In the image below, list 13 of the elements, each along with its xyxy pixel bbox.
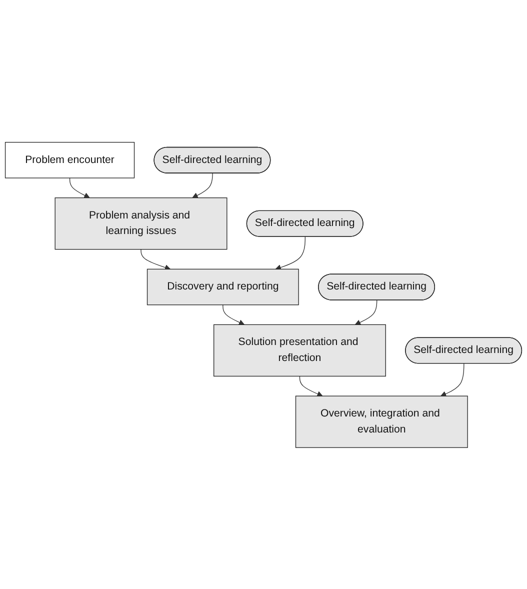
- arrow: [192, 172, 213, 198]
- arrow: [140, 248, 171, 270]
- arrow: [69, 177, 90, 198]
- node-box: Problem encounter: [4, 142, 135, 178]
- arrow: [299, 375, 323, 396]
- node-box: Solution presentation and reflection: [214, 324, 386, 376]
- arrow: [222, 304, 245, 325]
- node-box: Discovery and reporting: [146, 268, 299, 305]
- node-box: Overview, integration and evaluation: [295, 395, 468, 448]
- arrow: [275, 236, 306, 270]
- arrow: [354, 299, 378, 325]
- node-box: Problem analysis and learning issues: [54, 197, 228, 250]
- arrow: [440, 362, 464, 396]
